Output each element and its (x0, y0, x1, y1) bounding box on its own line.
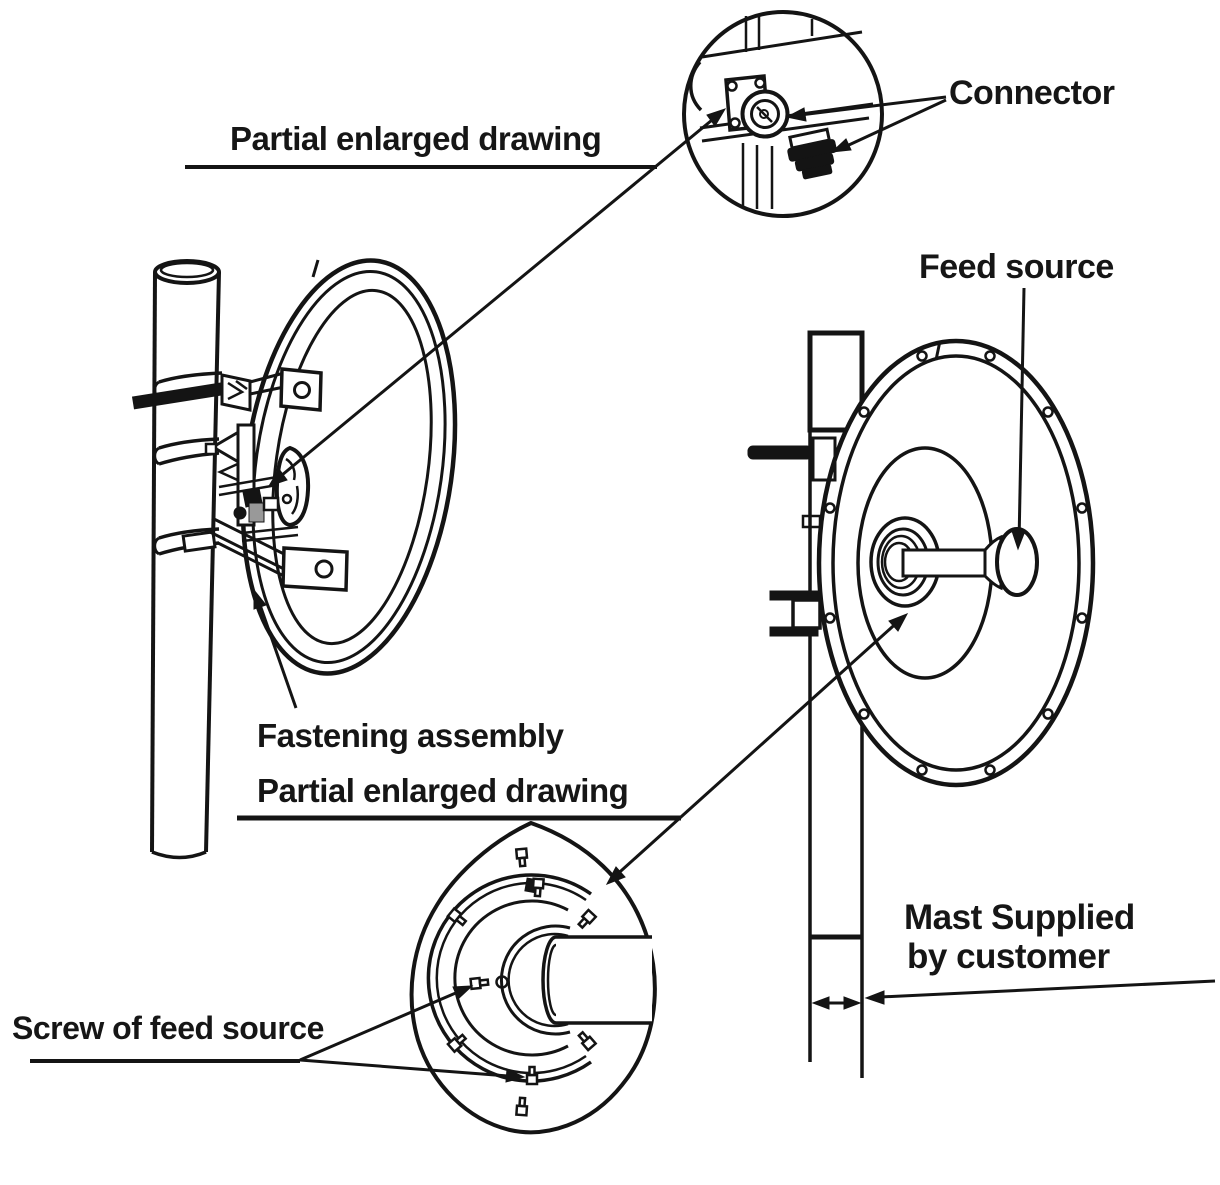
rim-bolt-holes (824, 350, 1088, 776)
arrow-partial-top-link (267, 108, 727, 487)
arrow-partial-bottom-link (605, 613, 909, 885)
connector-cap (787, 127, 837, 180)
arrow-feed-source (1011, 287, 1026, 551)
label-feed-source: Feed source (919, 248, 1114, 286)
fastening-assembly (204, 367, 349, 592)
feed-screws (446, 847, 598, 1117)
label-screw-feed-source: Screw of feed source (12, 1010, 324, 1046)
feed-horn (901, 527, 1039, 597)
arrow-connector-lower (830, 98, 947, 153)
left-dish-ring (240, 258, 458, 676)
label-mast-line2: by customer (907, 937, 1110, 976)
arrow-connector-upper (785, 95, 947, 122)
left-pole (150, 259, 221, 860)
right-mast-brackets (747, 436, 837, 637)
label-mast-line1: Mast Supplied (904, 898, 1135, 937)
feed-tube (541, 935, 652, 1025)
rear-hub (274, 445, 311, 528)
label-fastening-assembly: Fastening assembly (257, 717, 565, 754)
right-dish (816, 338, 1096, 788)
arrow-mast-width (811, 996, 862, 1010)
label-partial-enlarged-top: Partial enlarged drawing (230, 120, 601, 157)
connector-detail-circle (682, 10, 884, 218)
label-partial-enlarged-bottom: Partial enlarged drawing (257, 772, 628, 809)
arrow-screw-2 (299, 1058, 526, 1083)
feed-screws-detail-circle (409, 820, 657, 1135)
arrow-mast-label (864, 979, 1216, 1005)
annotation-arrows (253, 95, 1216, 1083)
arrow-fastening (253, 588, 298, 709)
arrow-screw-1 (299, 985, 474, 1062)
label-connector: Connector (949, 74, 1115, 112)
labels: Partial enlarged drawing Connector Feed … (12, 74, 1135, 1063)
